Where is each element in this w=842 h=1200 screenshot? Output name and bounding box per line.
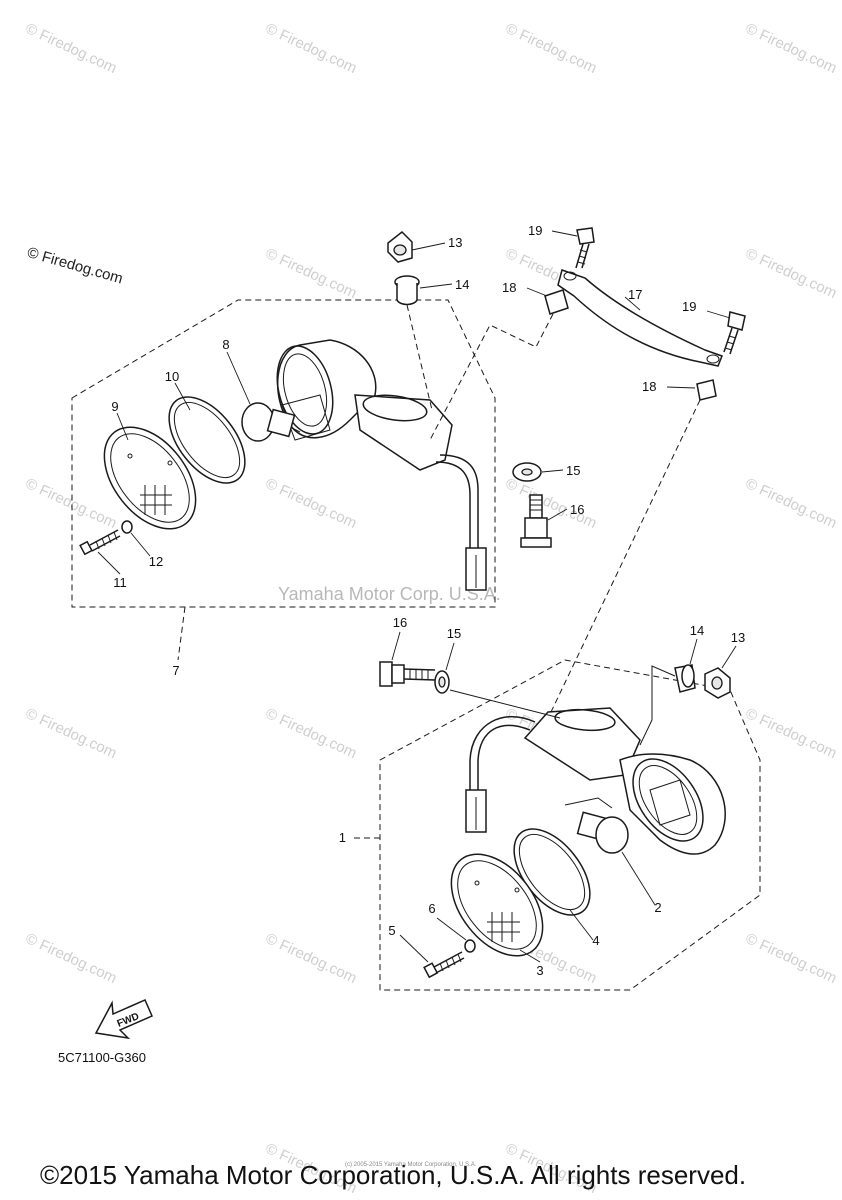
collar-14-lower	[674, 664, 696, 693]
part-number-label: 12	[149, 554, 163, 569]
part-number-label: 19	[528, 223, 542, 238]
part-number-label: 9	[111, 399, 118, 414]
seal-ring-upper	[168, 396, 246, 484]
bolt-13-upper	[387, 230, 413, 263]
lens-lower	[450, 853, 544, 957]
part-number-labels: 1 2 3 4 5 6 7 8 10 9 11 12 13 14 15 16 1…	[111, 223, 745, 978]
part-number-label: 8	[222, 337, 229, 352]
copyright-footer: ©2015 Yamaha Motor Corporation, U.S.A. A…	[40, 1160, 747, 1190]
screw-lower	[423, 939, 476, 979]
bracket-17	[557, 269, 723, 367]
part-number-label: 13	[731, 630, 745, 645]
washer-15-lower	[434, 670, 450, 694]
part-number-label: 15	[447, 626, 461, 641]
bolt-19-left	[575, 227, 595, 269]
mount-line-long	[539, 399, 701, 736]
bolt-16-upper	[520, 494, 552, 548]
mount-line-upper	[429, 313, 554, 441]
bulb-lower	[576, 811, 629, 854]
part-number-label: 14	[455, 277, 469, 292]
collar-14-upper	[394, 275, 420, 306]
part-number-label: 5	[388, 923, 395, 938]
part-number-label: 7	[172, 663, 179, 678]
fwd-arrow-icon: FWD	[94, 999, 153, 1040]
dash-line-13	[406, 304, 433, 411]
part-number-label: 6	[428, 901, 435, 916]
lens-upper	[103, 426, 197, 530]
part-number-label: 18	[642, 379, 656, 394]
bolt-13-lower	[704, 667, 731, 699]
part-number-label: 2	[654, 900, 661, 915]
part-number-label: 4	[592, 933, 599, 948]
yamaha-watermark: Yamaha Motor Corp. U.S.A.	[278, 584, 501, 604]
lower-housing	[465, 707, 726, 855]
part-number-label: 1	[339, 830, 346, 845]
part-number-label: 14	[690, 623, 704, 638]
part-number-label: 16	[393, 615, 407, 630]
washer-15-upper	[512, 462, 542, 482]
part-number-label: 19	[682, 299, 696, 314]
part-number-label: 13	[448, 235, 462, 250]
part-number-label: 3	[536, 963, 543, 978]
part-number-label: 17	[628, 287, 642, 302]
leader-7	[177, 606, 186, 661]
tiny-credit: (c) 2005-2015 Yamaha Motor Corporation, …	[345, 1162, 477, 1168]
lower-plate-line	[564, 797, 613, 809]
assembly-7-boundary	[71, 299, 496, 608]
screw-upper	[79, 520, 133, 556]
leader-lines	[97, 230, 737, 963]
bolt-16-lower	[379, 661, 436, 687]
assembly-1-boundary	[379, 659, 761, 991]
lower-bolt-line	[449, 689, 561, 719]
part-number-label: 15	[566, 463, 580, 478]
part-number-label: 11	[113, 575, 127, 590]
diagram-code: 5C71100-G360	[58, 1050, 146, 1065]
damper-18-upper	[544, 289, 569, 315]
part-number-label: 10	[165, 369, 179, 384]
upper-housing	[276, 339, 487, 591]
bolt-19-right	[723, 311, 746, 355]
part-number-label: 16	[570, 502, 584, 517]
part-number-label: 18	[502, 280, 516, 295]
lower-collar-line	[639, 665, 676, 746]
damper-18-lower	[696, 379, 717, 401]
bulb-upper	[241, 402, 301, 442]
